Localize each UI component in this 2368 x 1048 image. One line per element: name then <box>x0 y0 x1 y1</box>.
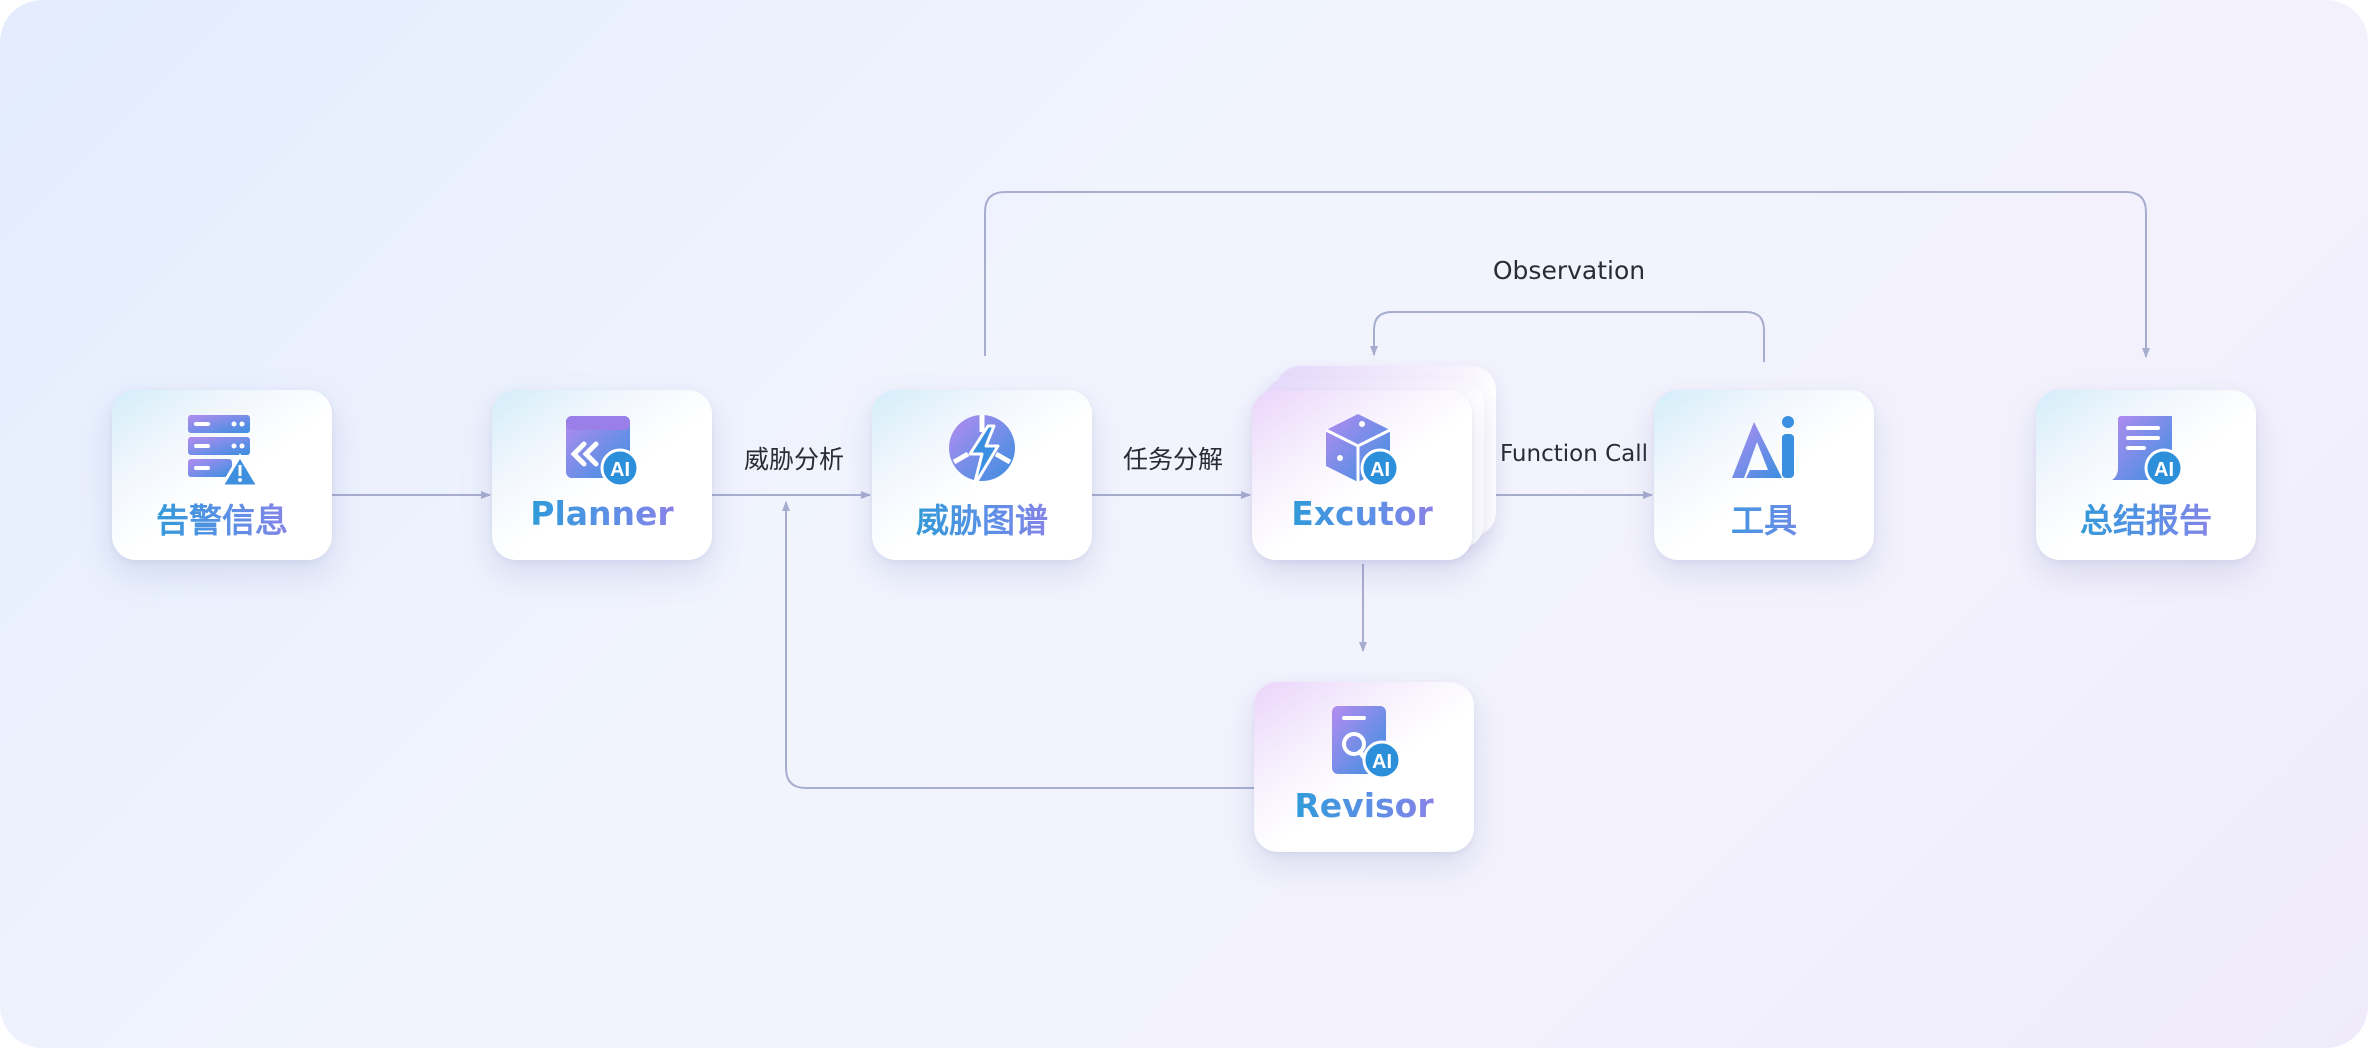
svg-text:AI: AI <box>2154 459 2174 481</box>
edge-tools-observation-loop <box>1370 311 1765 362</box>
node-label: 工具 <box>1654 494 1874 542</box>
node-revisor[interactable]: AI Revisor <box>1254 682 1474 852</box>
node-label: Revisor <box>1254 786 1474 825</box>
node-executor[interactable]: AI Excutor <box>1252 390 1472 560</box>
node-tools[interactable]: 工具 <box>1654 390 1874 560</box>
node-label: 告警信息 <box>112 494 332 542</box>
ai-logo-icon <box>1732 416 1794 478</box>
edge-label-task-decomposition: 任务分解 <box>1122 445 1224 474</box>
node-threat-graph[interactable]: 威胁图谱 <box>872 390 1092 560</box>
svg-text:AI: AI <box>1372 751 1392 773</box>
search-document-ai-icon: AI <box>1332 706 1402 780</box>
edge-label-threat-analysis: 威胁分析 <box>743 445 845 474</box>
edge-label-function-call: Function Call <box>1499 441 1649 467</box>
node-report[interactable]: AI 总结报告 <box>2036 390 2256 560</box>
node-label: Planner <box>492 494 712 533</box>
node-planner[interactable]: AI Planner <box>492 390 712 560</box>
document-ai-icon: AI <box>2112 416 2184 488</box>
edge-graph-to-report <box>984 191 2150 358</box>
code-ai-icon: AI <box>566 416 640 488</box>
node-label: 总结报告 <box>2036 494 2256 542</box>
cube-ai-icon: AI <box>1325 414 1400 488</box>
lightning-graph-icon <box>949 415 1015 488</box>
svg-text:AI: AI <box>610 459 630 481</box>
edge-label-observation: Observation <box>1492 256 1646 285</box>
node-label: 威胁图谱 <box>872 494 1092 542</box>
edge-revisor-to-planner <box>782 501 1254 789</box>
node-label: Excutor <box>1252 494 1472 533</box>
node-alert[interactable]: 告警信息 <box>112 390 332 560</box>
server-warning-icon <box>188 415 261 488</box>
svg-text:AI: AI <box>1370 459 1390 481</box>
